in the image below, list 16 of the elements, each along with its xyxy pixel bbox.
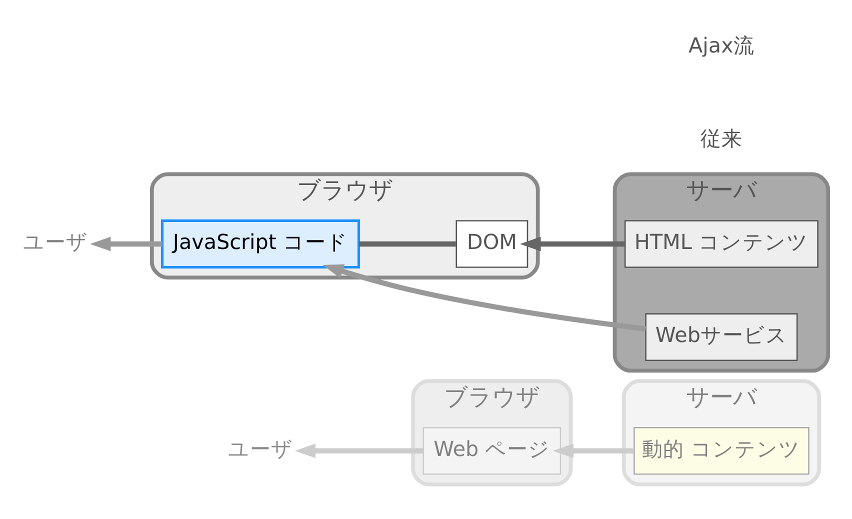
node-box: Web ページ (422, 426, 562, 475)
arrow (552, 444, 634, 458)
node-text: ユーザ (23, 230, 88, 254)
node-text: ユーザ (228, 436, 293, 461)
label: Ajax流 (688, 33, 754, 58)
node-box: JavaScript コード (160, 219, 360, 269)
arrow (322, 264, 646, 332)
node-box: 動的 コンテンツ (634, 426, 810, 475)
node-box: Webサービス (645, 313, 798, 361)
arrow (520, 236, 625, 252)
arrow (294, 444, 424, 458)
node-box: HTML コンテンツ (624, 220, 818, 268)
node-box: DOM (456, 220, 528, 268)
arrow (90, 236, 162, 252)
label: 従来 (700, 126, 742, 150)
connector (358, 241, 456, 247)
